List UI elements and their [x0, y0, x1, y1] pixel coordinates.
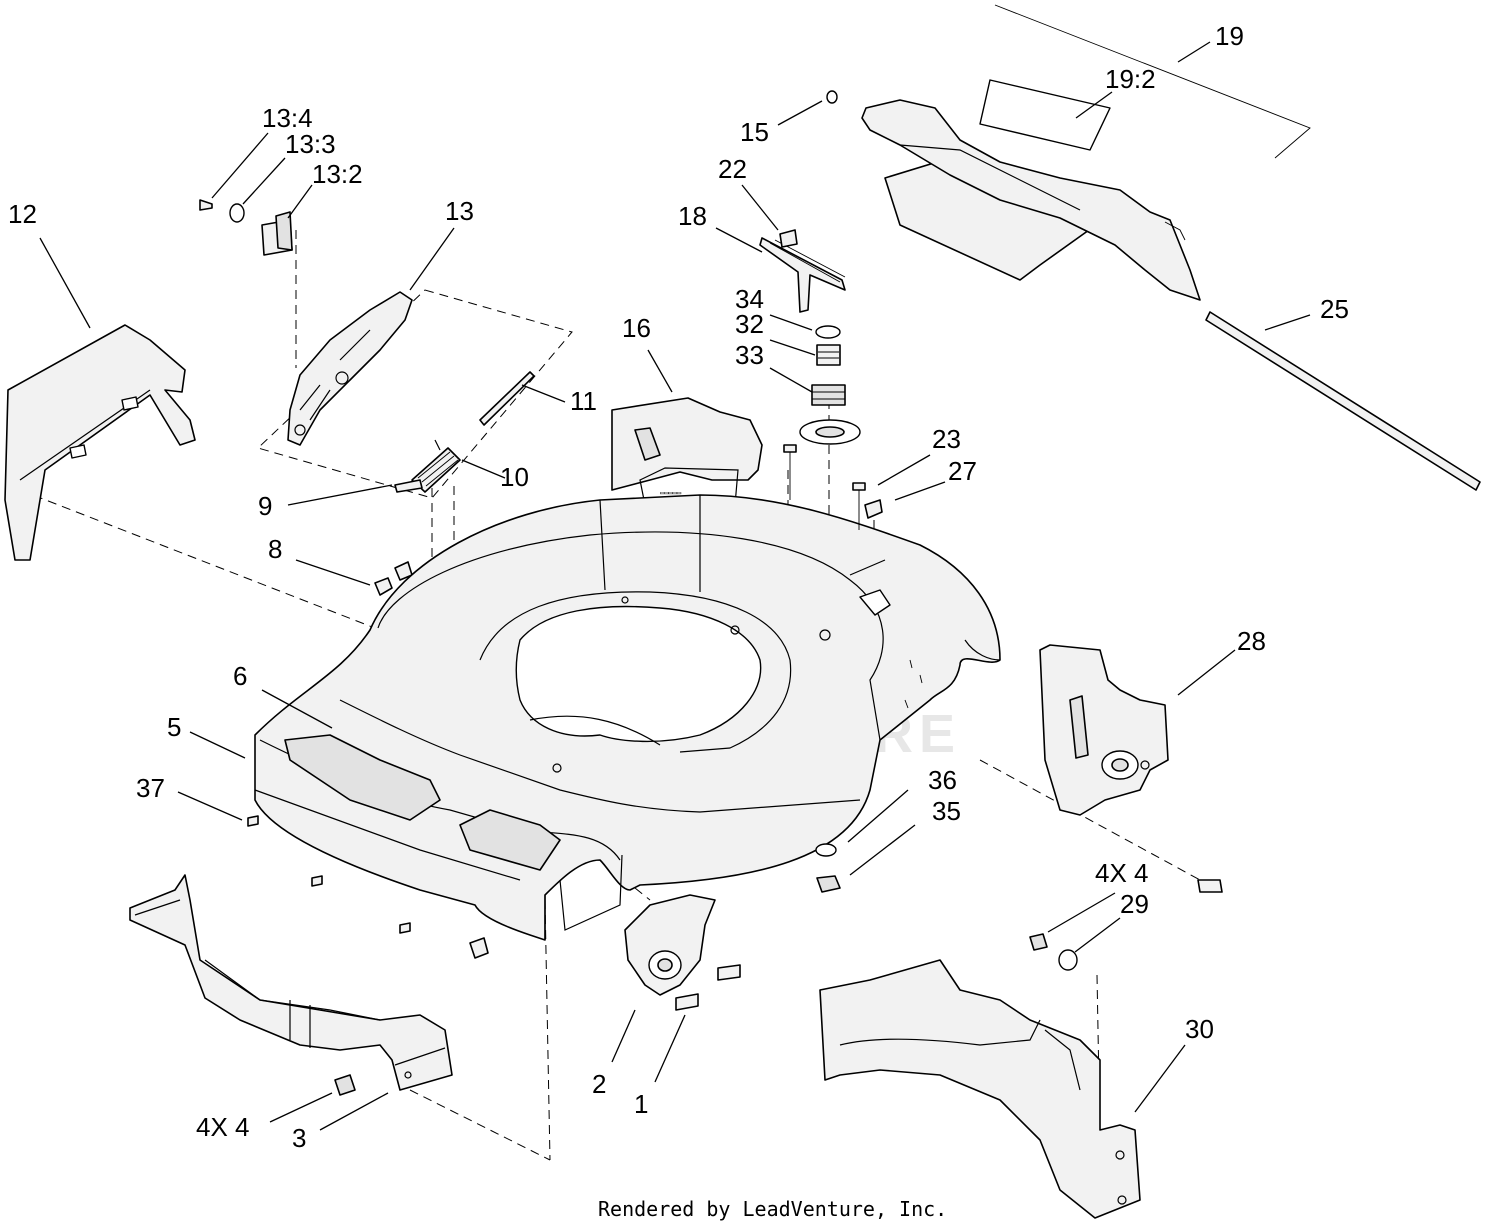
part-19-grass-bag[interactable]	[861, 79, 1201, 301]
leader-lines	[39, 41, 1311, 1131]
part-2-front-plate[interactable]	[624, 894, 716, 996]
callout-6[interactable]: 6	[233, 661, 247, 691]
part-13-handle-bracket[interactable]	[287, 291, 413, 446]
callout-9[interactable]: 9	[258, 491, 272, 521]
part-13-2-plate[interactable]	[261, 211, 293, 256]
svg-text:▭▭▭▭▭: ▭▭▭▭▭	[660, 489, 681, 497]
callout-36[interactable]: 36	[928, 765, 957, 795]
part-34-washer[interactable]	[815, 325, 841, 339]
part-3-front-skirt[interactable]	[129, 874, 453, 1091]
callout-labels: 13:4 13:3 13:2 12 13 11 10 9 8 16 22 18 …	[8, 21, 1349, 1153]
callout-10[interactable]: 10	[500, 462, 529, 492]
callout-4x4-left[interactable]: 4X 4	[196, 1112, 250, 1142]
part-6-mower-deck[interactable]	[254, 494, 1001, 941]
callout-12[interactable]: 12	[8, 199, 37, 229]
callout-13[interactable]: 13	[445, 196, 474, 226]
callout-28[interactable]: 28	[1237, 626, 1266, 656]
callout-2[interactable]: 2	[592, 1069, 606, 1099]
part-25-rod[interactable]	[1205, 311, 1481, 491]
callout-11[interactable]: 11	[570, 386, 597, 416]
part-36-washer[interactable]	[815, 843, 837, 857]
callout-30[interactable]: 30	[1185, 1014, 1214, 1044]
callout-8[interactable]: 8	[268, 534, 282, 564]
callout-35[interactable]: 35	[932, 796, 961, 826]
callout-4x4-right[interactable]: 4X 4	[1095, 858, 1149, 888]
part-12-rear-flap[interactable]	[4, 324, 196, 561]
part-29-washer[interactable]	[1058, 949, 1078, 971]
callout-32[interactable]: 32	[735, 309, 764, 339]
callout-23[interactable]: 23	[932, 424, 961, 454]
deck-screws[interactable]	[247, 444, 883, 959]
part-1-bolt[interactable]	[675, 964, 741, 1011]
part-30-rear-skirt[interactable]	[819, 959, 1141, 1219]
part-13-4-screw[interactable]	[199, 199, 213, 211]
part-28-axle-plate[interactable]	[1039, 644, 1169, 816]
callout-15[interactable]: 15	[740, 117, 769, 147]
part-9-link[interactable]	[394, 479, 423, 493]
callout-16[interactable]: 16	[622, 313, 651, 343]
height-adjust-ring[interactable]	[799, 419, 861, 445]
callout-5[interactable]: 5	[167, 712, 181, 742]
part-22-bolt[interactable]	[779, 229, 798, 248]
callout-25[interactable]: 25	[1320, 294, 1349, 324]
credit-text: Rendered by LeadVenture, Inc.	[598, 1197, 947, 1221]
part-11-pin[interactable]	[479, 371, 535, 426]
callout-37[interactable]: 37	[136, 773, 165, 803]
callout-34[interactable]: 34	[735, 284, 764, 314]
part-32-bushing[interactable]	[816, 344, 841, 366]
callout-29[interactable]: 29	[1120, 889, 1149, 919]
part-3-nut[interactable]	[334, 1074, 356, 1096]
part-35-nut[interactable]	[816, 875, 841, 893]
callout-13-3[interactable]: 13:3	[285, 129, 336, 159]
callout-13-4[interactable]: 13:4	[262, 103, 313, 133]
callout-1[interactable]: 1	[634, 1089, 648, 1119]
part-18-height-lever[interactable]	[759, 237, 846, 313]
callout-18[interactable]: 18	[678, 201, 707, 231]
callout-3[interactable]: 3	[292, 1123, 306, 1153]
part-33-gear[interactable]	[811, 384, 846, 406]
part-13-3-washer[interactable]	[229, 203, 245, 223]
rear-axle-bolt[interactable]	[1197, 879, 1223, 893]
callout-19-2[interactable]: 19:2	[1105, 64, 1156, 94]
callout-27[interactable]: 27	[948, 456, 977, 486]
part-30-nut[interactable]	[1029, 933, 1048, 951]
callout-33[interactable]: 33	[735, 340, 764, 370]
part-16-axle-plate[interactable]: ▭▭▭▭▭	[611, 397, 763, 506]
callout-19[interactable]: 19	[1215, 21, 1244, 51]
callout-22[interactable]: 22	[718, 154, 747, 184]
part-15-pin[interactable]	[826, 90, 838, 104]
callout-13-2[interactable]: 13:2	[312, 159, 363, 189]
